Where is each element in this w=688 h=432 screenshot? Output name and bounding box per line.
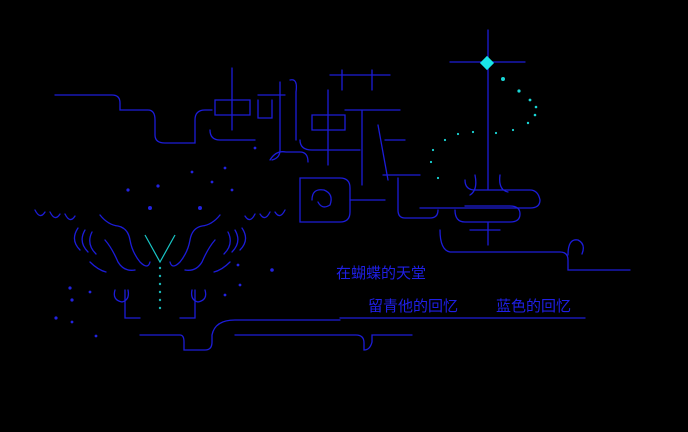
diamond-star <box>479 55 495 71</box>
base-line <box>139 317 586 351</box>
glyph-2 <box>299 69 406 186</box>
caption-blue-memories: 蓝色的回忆 <box>496 297 572 315</box>
glyph-2-tail <box>269 151 309 163</box>
glyph-3-link <box>349 174 439 219</box>
glyph-1 <box>209 67 298 161</box>
trailing-dots <box>429 77 538 180</box>
butterfly-antennae <box>144 234 176 264</box>
glyph-3 <box>299 177 351 223</box>
butterfly-left-wing <box>34 209 151 319</box>
glyph-4-base <box>439 205 631 271</box>
glyph-4-curl <box>567 239 584 256</box>
lead-in-line <box>54 94 213 144</box>
caption-heaven-of-butterflies: 在蝴蝶的天堂 <box>336 264 427 282</box>
caption-leave-memories: 留青他的回忆 <box>368 297 459 315</box>
glyph-4 <box>419 29 541 209</box>
scattered-dots <box>54 146 274 338</box>
butterfly-right-wing <box>169 209 286 319</box>
butterfly-body-dots <box>158 266 162 310</box>
